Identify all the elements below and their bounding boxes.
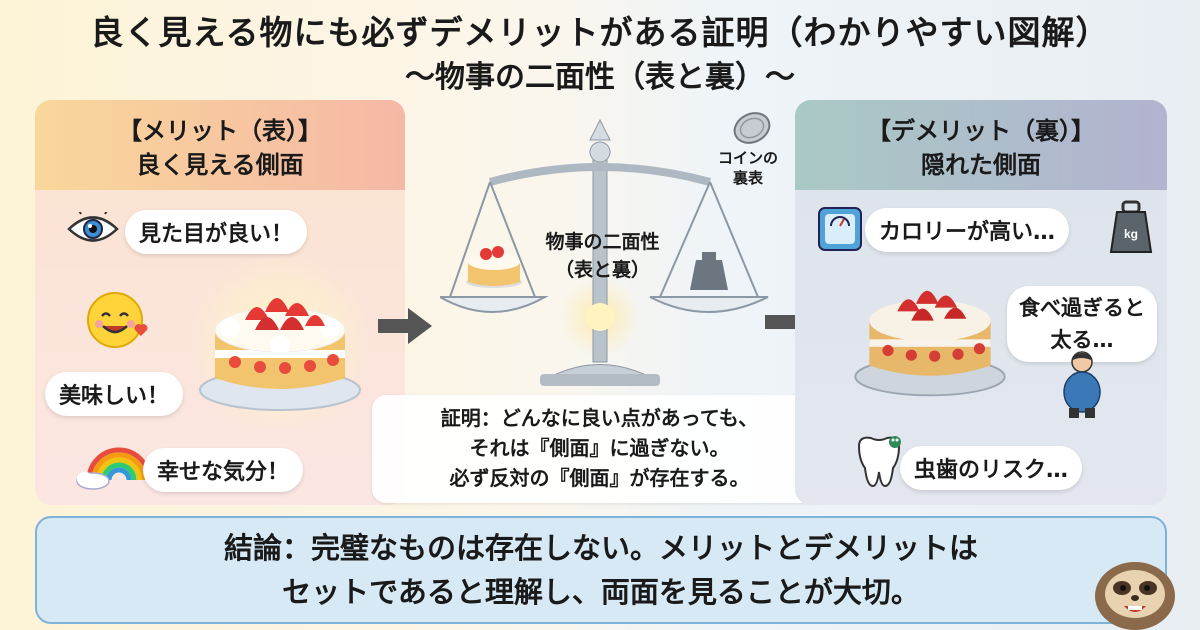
merit-heading: 【メリット（表）】 良く見える側面 <box>35 100 405 190</box>
page-title: 良く見える物にも必ずデメリットがある証明（わかりやすい図解） <box>90 13 1110 52</box>
merit-item-taste: 美味しい！ <box>45 372 184 416</box>
sloth-mascot-icon <box>1095 562 1175 630</box>
arrow-right-icon <box>378 308 432 344</box>
demerit-item-calorie: カロリーが高い… <box>865 208 1070 252</box>
balance-scale-icon <box>440 118 769 386</box>
proof-line3: 必ず反対の『側面』が存在する。 <box>449 466 750 490</box>
demerit-heading-subtitle: 隠れた側面 <box>921 151 1041 179</box>
eye-icon <box>67 212 119 242</box>
person-icon <box>1063 351 1101 418</box>
demerit-item-weight-line1: 食べ過ぎると <box>1019 296 1145 320</box>
merit-panel: 【メリット（表）】 良く見える側面 見た目が良い！ 美味しい！ 幸せな気分！ <box>35 100 405 505</box>
coin-icon <box>733 112 771 144</box>
page-subtitle: 〜物事の二面性（表と裏）〜 <box>405 60 795 95</box>
tooth-icon <box>857 436 901 488</box>
scale-icon <box>818 207 862 251</box>
proof-line2: それは『側面』に過ぎない。 <box>469 436 730 460</box>
cake-icon <box>854 290 1006 397</box>
demerit-heading-title: 【デメリット（裏）】 <box>867 117 1095 145</box>
weight-label: kg <box>1124 227 1138 241</box>
conclusion-line2: セットであると理解し、両面を見ることが大切。 <box>282 575 920 609</box>
coin-label-line1: コインの <box>717 149 778 167</box>
coin-label-line2: 裏表 <box>732 169 763 187</box>
demerit-panel: 【デメリット（裏）】 隠れた側面 カロリーが高い… kg 食べ過ぎると 太る… <box>795 100 1167 505</box>
balance-label-main: 物事の二面性 <box>545 231 660 253</box>
demerit-heading: 【デメリット（裏）】 隠れた側面 <box>795 100 1167 190</box>
coin-label: コインの 裏表 <box>708 148 788 188</box>
proof-line1: 証明：どんなに良い点があっても、 <box>440 406 759 430</box>
cake-icon <box>188 253 372 430</box>
merit-item-happy: 幸せな気分！ <box>143 448 304 492</box>
merit-heading-title: 【メリット（表）】 <box>118 117 322 145</box>
smile-icon <box>87 292 148 348</box>
proof-box: 証明：どんなに良い点があっても、 それは『側面』に過ぎない。 必ず反対の『側面』… <box>372 395 827 503</box>
balance-label: 物事の二面性 （表と裏） <box>505 228 700 284</box>
conclusion-line1: 結論：完璧なものは存在しない。メリットとデメリットは <box>223 531 978 565</box>
demerit-item-weight: 食べ過ぎると 太る… <box>1007 286 1157 362</box>
demerit-item-cavity: 虫歯のリスク… <box>900 446 1083 490</box>
merit-item-looks: 見た目が良い！ <box>125 210 308 254</box>
demerit-item-weight-line2: 太る… <box>1050 328 1114 352</box>
balance-label-sub: （表と裏） <box>554 259 650 281</box>
weight-icon: kg <box>1109 200 1153 253</box>
merit-heading-subtitle: 良く見える側面 <box>136 151 304 179</box>
conclusion-box: 結論：完璧なものは存在しない。メリットとデメリットは セットであると理解し、両面… <box>35 516 1167 624</box>
